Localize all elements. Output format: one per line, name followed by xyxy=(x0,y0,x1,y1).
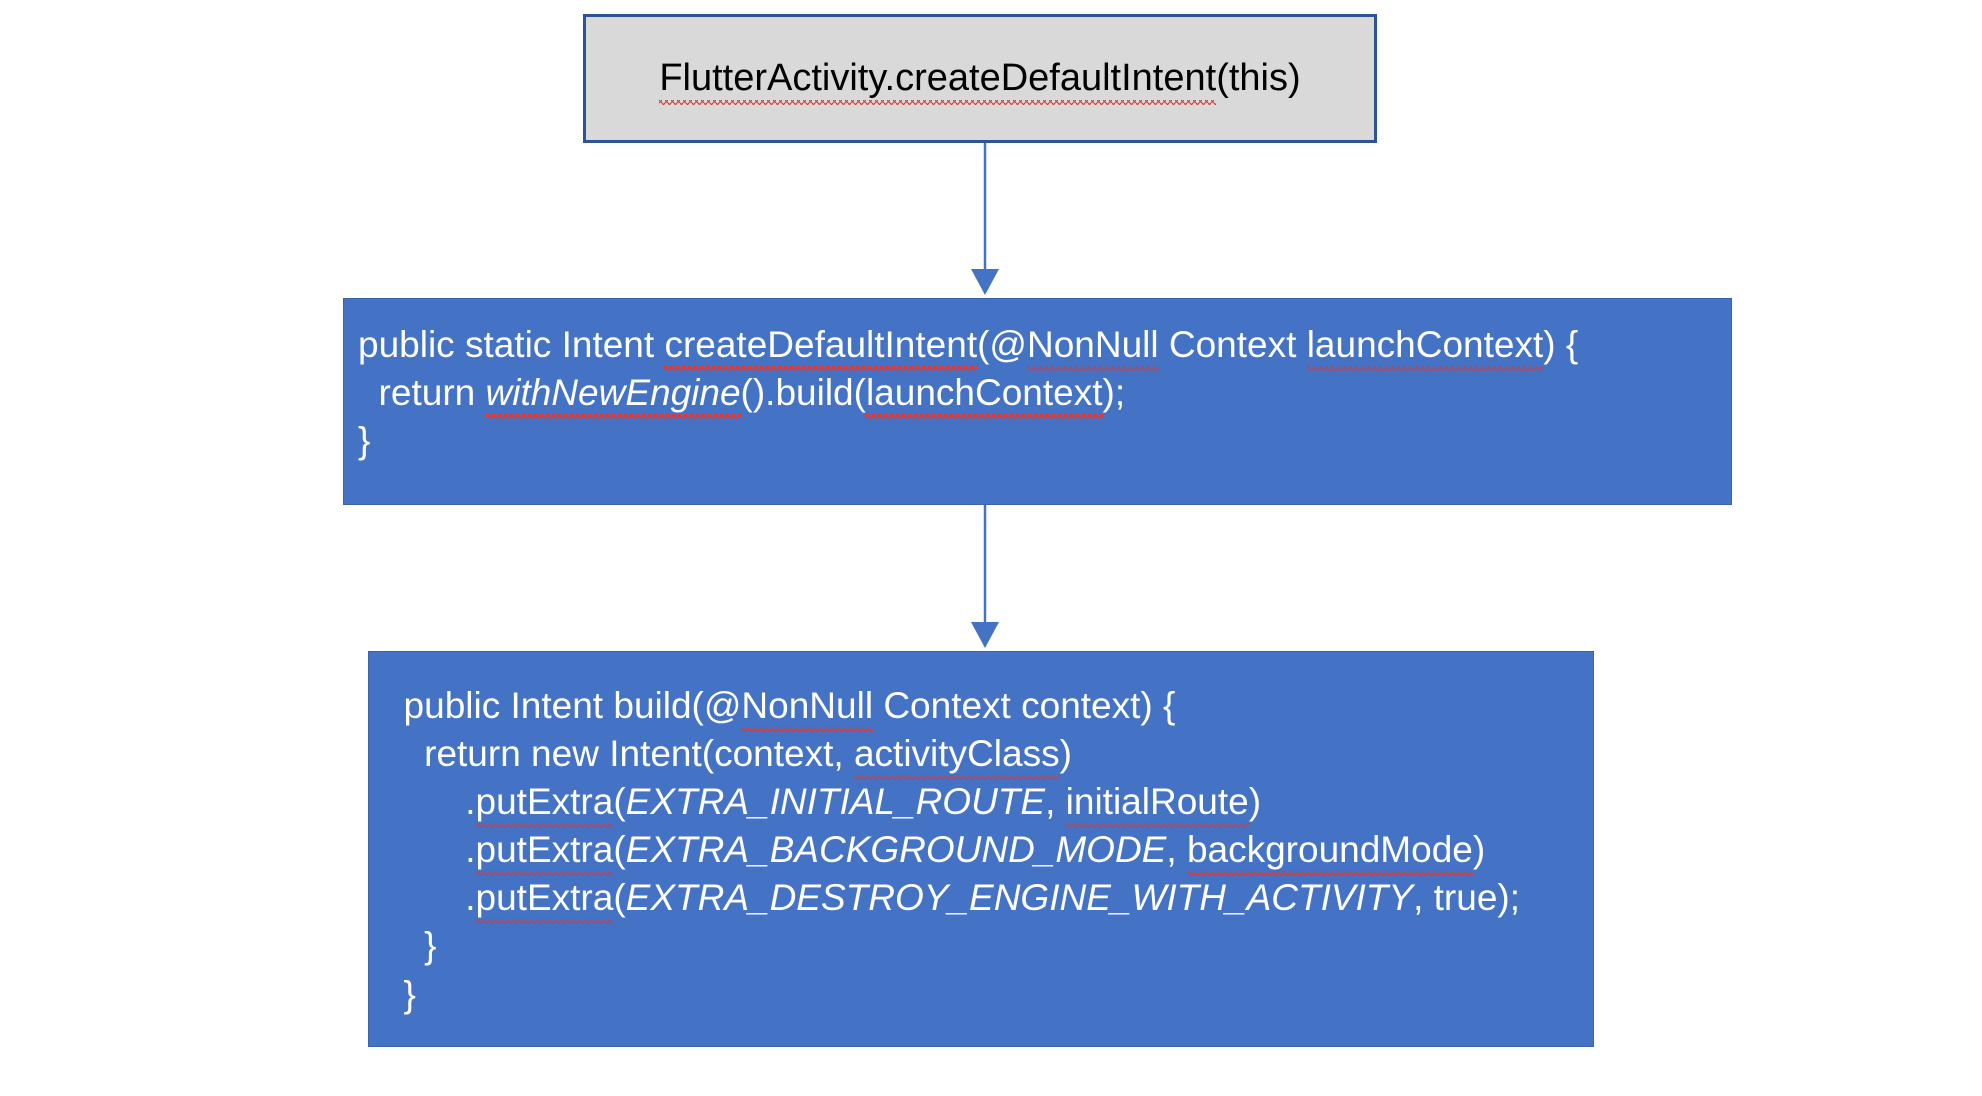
node-entry-label-tail: (this) xyxy=(1216,56,1301,99)
code-line: } xyxy=(369,971,1593,1019)
code-token: ) xyxy=(1059,733,1072,775)
code-token-flagged: launchContext xyxy=(1306,321,1543,372)
code-token: ( xyxy=(613,781,626,823)
code-token: (@ xyxy=(977,324,1027,365)
node-entry-label-flagged: FlutterActivity.createDefaultIntent xyxy=(659,54,1216,106)
code-token: public Intent build(@ xyxy=(383,685,742,726)
code-token-flagged: launchContext xyxy=(865,369,1103,420)
code-token: , xyxy=(1045,781,1066,823)
code-token: } xyxy=(358,420,371,462)
node-build-source[interactable]: public Intent build(@NonNull Context con… xyxy=(368,651,1594,1047)
code-token-flagged: NonNull xyxy=(741,682,873,733)
code-token: EXTRA_DESTROY_ENGINE_WITH_ACTIVITY xyxy=(625,877,1414,919)
code-token-flagged: createDefaultIntent xyxy=(664,321,977,372)
node-createdefaultintent-source[interactable]: public static Intent createDefaultIntent… xyxy=(343,298,1732,505)
code-token-flagged: activityClass xyxy=(853,730,1060,781)
code-token-flagged: putExtra xyxy=(475,826,613,877)
code-token-flagged: withNewEngine xyxy=(485,369,741,420)
code-token: , xyxy=(1166,829,1187,871)
code-token: ( xyxy=(613,877,626,919)
code-token: . xyxy=(383,877,476,919)
code-token: Context xyxy=(1158,324,1307,365)
arrow-entry-to-createdefaultintent xyxy=(971,143,999,295)
code-token-flagged: putExtra xyxy=(475,874,613,925)
code-line: public static Intent createDefaultIntent… xyxy=(344,321,1731,372)
code-line: } xyxy=(369,922,1593,970)
code-token: , true); xyxy=(1413,877,1521,919)
code-token: public static Intent xyxy=(358,324,665,365)
code-token-flagged: NonNull xyxy=(1026,321,1159,372)
code-token: return xyxy=(358,372,486,414)
code-line: .putExtra(EXTRA_BACKGROUND_MODE, backgro… xyxy=(369,826,1593,877)
code-line: public Intent build(@NonNull Context con… xyxy=(369,682,1593,733)
code-token: ) xyxy=(1472,829,1486,871)
code-line: } xyxy=(344,417,1731,465)
node-entry-call[interactable]: FlutterActivity.createDefaultIntent(this… xyxy=(583,14,1377,143)
code-token: Context context) { xyxy=(873,685,1176,726)
code-token: return new Intent(context, xyxy=(383,733,854,775)
code-token-flagged: putExtra xyxy=(475,778,613,829)
code-line: return new Intent(context, activityClass… xyxy=(369,730,1593,781)
code-token: EXTRA_BACKGROUND_MODE xyxy=(625,829,1167,871)
code-token: } xyxy=(383,925,437,967)
code-token: ) xyxy=(1248,781,1262,823)
code-token: . xyxy=(383,781,476,823)
code-line: return withNewEngine().build(launchConte… xyxy=(344,369,1731,420)
code-token: ) { xyxy=(1543,324,1579,365)
code-token: ( xyxy=(613,829,626,871)
code-token: } xyxy=(383,973,416,1015)
code-token-flagged: initialRoute xyxy=(1065,778,1249,829)
code-token: ); xyxy=(1102,372,1126,414)
code-line: .putExtra(EXTRA_INITIAL_ROUTE, initialRo… xyxy=(369,778,1593,829)
code-line: .putExtra(EXTRA_DESTROY_ENGINE_WITH_ACTI… xyxy=(369,874,1593,925)
code-token-flagged: backgroundMode xyxy=(1186,826,1473,877)
code-token: ().build( xyxy=(740,372,866,414)
code-token: EXTRA_INITIAL_ROUTE xyxy=(625,781,1046,823)
arrow-createdefaultintent-to-build xyxy=(971,505,999,648)
code-token: . xyxy=(383,829,476,871)
